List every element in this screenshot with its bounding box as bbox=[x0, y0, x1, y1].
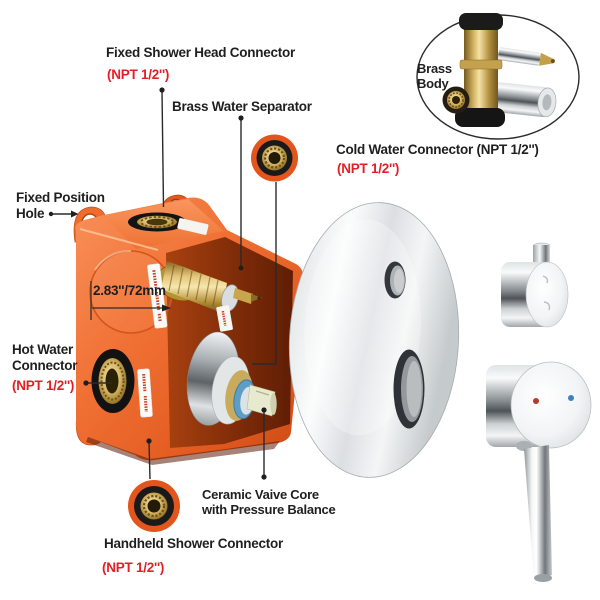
brass-body-line1: Brass bbox=[417, 61, 452, 76]
hot-water-spec: (NPT 1/2'') bbox=[12, 378, 75, 393]
inset-brass-column bbox=[464, 24, 498, 122]
brass-water-separator-shaft bbox=[156, 261, 262, 313]
cold-connector-callout bbox=[251, 134, 298, 182]
cold-indicator-dot bbox=[568, 395, 574, 401]
ceramic-valve-core bbox=[186, 331, 277, 426]
handheld-shower-spec: (NPT 1/2'') bbox=[102, 560, 165, 575]
valve-sticker-small bbox=[216, 305, 233, 332]
leader-lines bbox=[51, 89, 277, 480]
edge-highlight bbox=[79, 228, 159, 251]
ceramic-valve-core-label: Ceramic Vaive Core with Pressure Balance bbox=[202, 487, 336, 518]
dimension-arrowhead bbox=[162, 304, 171, 312]
inset-brass-port bbox=[442, 86, 470, 114]
inset-rubber-cap-bottom bbox=[455, 108, 505, 127]
valve-sticker-hot-water bbox=[137, 368, 153, 418]
dimension-label: 2.83''/72mm bbox=[93, 283, 166, 298]
plate-diverter-hole bbox=[384, 261, 406, 299]
fixed-position-line1: Fixed Position bbox=[16, 190, 105, 205]
hot-indicator-dot bbox=[533, 398, 539, 404]
hot-water-port bbox=[91, 349, 135, 413]
valve-sticker-top bbox=[177, 218, 209, 235]
cover-highlight bbox=[94, 249, 132, 271]
fixed-position-line2: Hole bbox=[16, 205, 45, 221]
cold-water-label: Cold Water Connector (NPT 1/2'') bbox=[336, 142, 539, 157]
rough-in-valve-illustration bbox=[73, 194, 304, 465]
handle-lever bbox=[524, 445, 552, 581]
brass-water-separator-label: Brass Water Separator bbox=[172, 99, 312, 114]
inset-chrome-stem bbox=[497, 47, 555, 66]
mixer-handle bbox=[486, 361, 592, 582]
inset-rubber-cap-top bbox=[459, 13, 503, 30]
valve-bottom-shadow bbox=[86, 437, 280, 465]
position-arrowhead bbox=[71, 210, 79, 218]
fixed-shower-head-spec: (NPT 1/2'') bbox=[107, 67, 170, 82]
fixed-shower-head-label: Fixed Shower Head Connector bbox=[106, 45, 296, 60]
shower-head-port bbox=[128, 212, 186, 232]
brass-body-label: Brass Body bbox=[417, 61, 452, 92]
cold-water-spec: (NPT 1/2'') bbox=[337, 161, 400, 176]
handheld-shower-label: Handheld Shower Connector bbox=[104, 536, 284, 551]
diverter-knob bbox=[501, 242, 569, 328]
handheld-connector-callout bbox=[128, 480, 180, 532]
inset-chrome-cylinder bbox=[485, 81, 557, 118]
leader-dots bbox=[48, 87, 267, 480]
brass-body-inset bbox=[416, 13, 580, 140]
knob-engraving bbox=[542, 275, 551, 311]
plate-handle-hole bbox=[393, 349, 425, 429]
valve-sticker-front bbox=[147, 263, 168, 329]
hot-water-line2: Connector bbox=[12, 357, 78, 373]
ceramic-line2: with Pressure Balance bbox=[202, 502, 336, 518]
escutcheon-plate bbox=[288, 202, 460, 478]
hot-water-label: Hot Water Connector bbox=[12, 342, 78, 374]
hot-water-line1: Hot Water bbox=[12, 342, 73, 357]
brass-body-line2: Body bbox=[417, 76, 449, 92]
fixed-position-hole-label: Fixed Position Hole bbox=[16, 190, 105, 222]
ceramic-line1: Ceramic Vaive Core bbox=[202, 487, 319, 502]
